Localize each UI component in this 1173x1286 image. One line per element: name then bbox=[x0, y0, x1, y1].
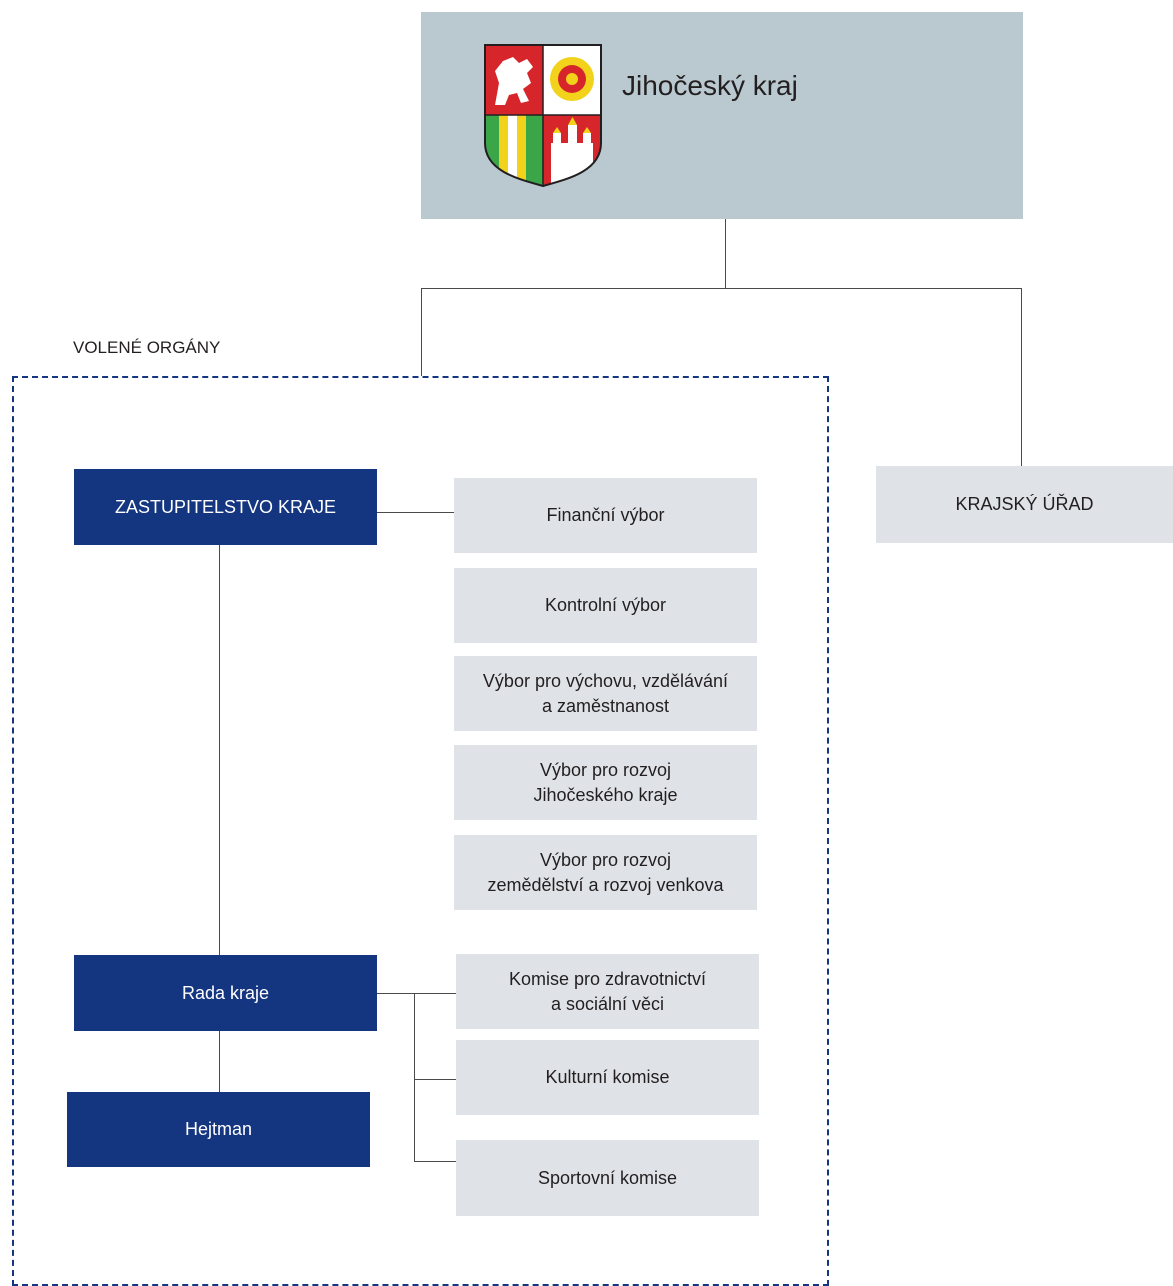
vybor-box: Výbor pro výchovu, vzdělávání a zaměstna… bbox=[454, 656, 757, 731]
connector-line bbox=[219, 545, 220, 955]
komise-box: Komise pro zdravotnictví a sociální věci bbox=[456, 954, 759, 1029]
komise-label: Komise pro zdravotnictví a sociální věci bbox=[508, 969, 707, 1014]
rada-kraje-box: Rada kraje bbox=[74, 955, 377, 1031]
connector-line bbox=[421, 288, 1022, 289]
krajsky-urad-box: KRAJSKÝ ÚŘAD bbox=[876, 466, 1173, 543]
vybor-label: Finanční výbor bbox=[546, 505, 665, 526]
connector-line bbox=[1021, 288, 1022, 466]
hejtman-box: Hejtman bbox=[67, 1092, 370, 1167]
vybor-label: Výbor pro rozvoj Jihočeského kraje bbox=[533, 760, 678, 805]
connector-line bbox=[377, 512, 454, 513]
coat-of-arms-icon bbox=[484, 44, 602, 188]
connector-line bbox=[414, 993, 415, 1162]
vybor-box: Kontrolní výbor bbox=[454, 568, 757, 643]
komise-box: Sportovní komise bbox=[456, 1140, 759, 1216]
vybor-label: Výbor pro rozvoj zemědělství a rozvoj ve… bbox=[487, 850, 724, 895]
hejtman-label: Hejtman bbox=[184, 1119, 253, 1140]
zastupitelstvo-box: ZASTUPITELSTVO KRAJE bbox=[74, 469, 377, 545]
region-title: Jihočeský kraj bbox=[622, 70, 798, 101]
vybor-box: Výbor pro rozvoj Jihočeského kraje bbox=[454, 745, 757, 820]
vybor-box: Finanční výbor bbox=[454, 478, 757, 553]
connector-line bbox=[725, 219, 726, 288]
zastupitelstvo-label: ZASTUPITELSTVO KRAJE bbox=[114, 496, 337, 517]
vybor-label: Kontrolní výbor bbox=[544, 595, 667, 616]
connector-line bbox=[219, 1031, 220, 1092]
komise-label: Sportovní komise bbox=[537, 1167, 678, 1188]
region-header: Jihočeský kraj bbox=[421, 12, 1023, 219]
section-label: VOLENÉ ORGÁNY bbox=[73, 338, 221, 357]
komise-label: Kulturní komise bbox=[545, 1067, 670, 1088]
connector-line bbox=[421, 288, 422, 376]
rada-kraje-label: Rada kraje bbox=[181, 982, 270, 1003]
krajsky-urad-label: KRAJSKÝ ÚŘAD bbox=[955, 494, 1094, 515]
komise-box: Kulturní komise bbox=[456, 1040, 759, 1115]
vybor-label: Výbor pro výchovu, vzdělávání a zaměstna… bbox=[482, 671, 729, 716]
connector-line bbox=[414, 1161, 456, 1162]
connector-line bbox=[377, 993, 456, 994]
vybor-box: Výbor pro rozvoj zemědělství a rozvoj ve… bbox=[454, 835, 757, 910]
connector-line bbox=[414, 1079, 456, 1080]
